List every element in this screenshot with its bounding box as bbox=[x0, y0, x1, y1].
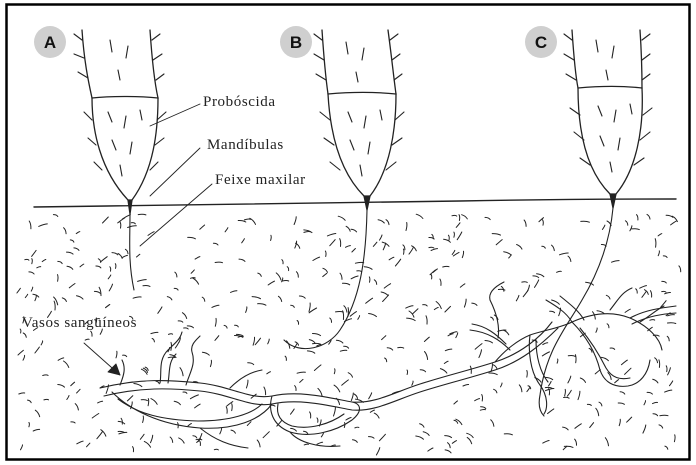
texture-dash bbox=[44, 399, 49, 400]
texture-dash bbox=[271, 235, 272, 240]
texture-dash bbox=[454, 232, 455, 237]
badge-b: B bbox=[280, 26, 312, 58]
texture-dash bbox=[169, 334, 173, 335]
texture-dash bbox=[650, 320, 655, 321]
label-maxillary-bundle: Feixe maxilar bbox=[215, 172, 306, 188]
texture-dash bbox=[403, 249, 404, 254]
texture-dash bbox=[43, 375, 48, 376]
frame-border bbox=[7, 5, 690, 460]
badge-c-letter: C bbox=[535, 33, 547, 52]
texture-dash bbox=[660, 415, 668, 416]
texture-dash bbox=[282, 281, 288, 282]
texture-dash bbox=[32, 259, 33, 264]
texture-dash bbox=[148, 399, 149, 406]
texture-dash bbox=[407, 370, 408, 375]
texture-dash bbox=[232, 404, 233, 411]
texture-dash bbox=[443, 266, 449, 267]
label-proboscis: Probóscida bbox=[203, 94, 276, 110]
badge-a: A bbox=[34, 26, 66, 58]
texture-dash bbox=[527, 371, 528, 378]
badge-a-letter: A bbox=[44, 33, 56, 52]
badge-c: C bbox=[525, 26, 557, 58]
label-mandibles: Mandíbulas bbox=[207, 137, 284, 153]
badge-b-letter: B bbox=[290, 33, 302, 52]
texture-dash bbox=[58, 275, 59, 282]
texture-dash bbox=[29, 423, 30, 427]
label-blood-vessels: Vasos sanguíneos bbox=[22, 315, 137, 331]
